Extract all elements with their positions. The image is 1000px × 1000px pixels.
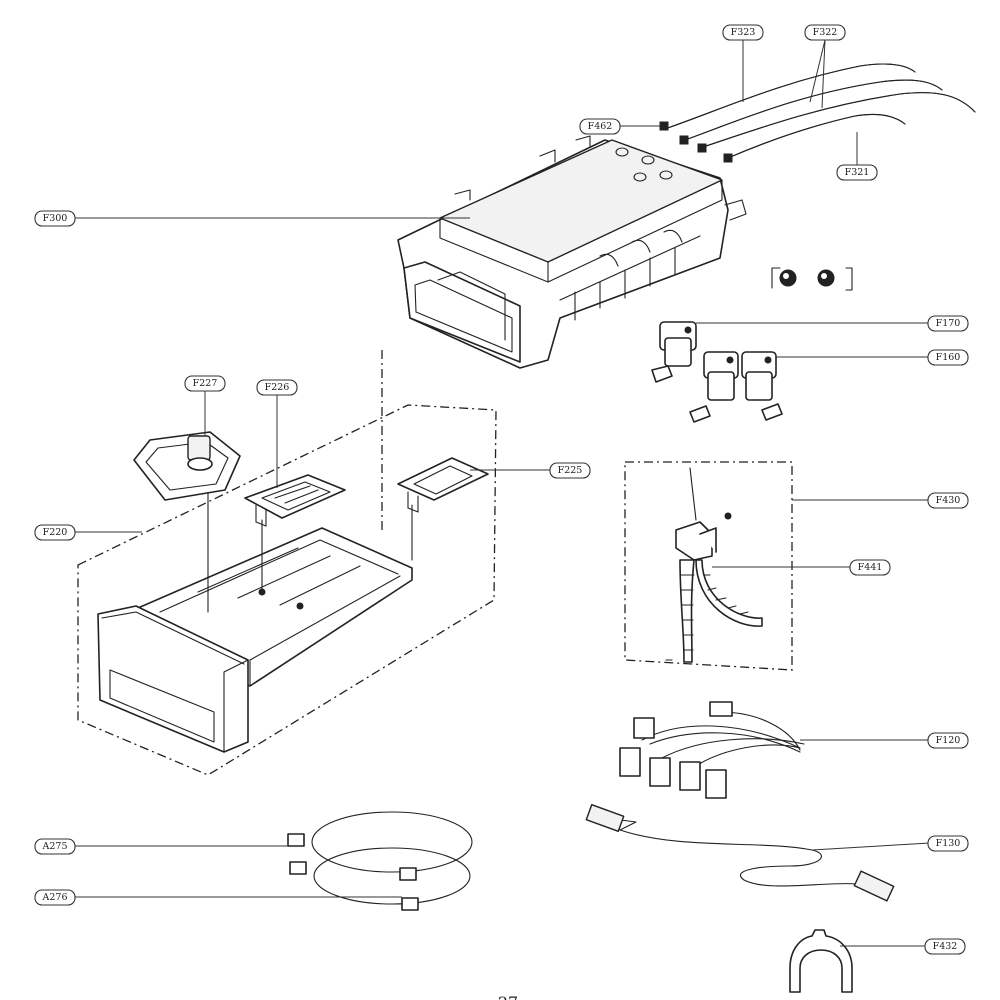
softener-cap bbox=[244, 474, 346, 527]
label-F321-text: F321 bbox=[845, 167, 870, 178]
label-F441-text: F441 bbox=[858, 562, 883, 573]
label-F300-text: F300 bbox=[43, 213, 68, 224]
label-F226: F226 bbox=[256, 379, 298, 396]
bleach-cap bbox=[397, 457, 489, 513]
label-F430: F430 bbox=[927, 492, 969, 509]
inlet-caps bbox=[771, 267, 853, 291]
label-F462-text: F462 bbox=[588, 121, 613, 132]
label-F321: F321 bbox=[836, 164, 878, 181]
wire-loops bbox=[287, 811, 473, 911]
label-F227-text: F227 bbox=[193, 378, 218, 389]
label-A276-text: A276 bbox=[42, 892, 68, 903]
siphon-cap bbox=[133, 431, 241, 501]
label-F322: F322 bbox=[804, 24, 846, 41]
leader-lines bbox=[75, 39, 931, 947]
label-A276: A276 bbox=[34, 889, 76, 906]
hose-clamp bbox=[789, 929, 853, 993]
inlet-hoses bbox=[659, 63, 976, 163]
label-F160: F160 bbox=[927, 349, 969, 366]
label-F226-text: F226 bbox=[265, 382, 290, 393]
label-F220: F220 bbox=[34, 524, 76, 541]
label-F300: F300 bbox=[34, 210, 76, 227]
label-F323-text: F323 bbox=[731, 27, 756, 38]
label-F462: F462 bbox=[579, 118, 621, 135]
label-A275: A275 bbox=[34, 838, 76, 855]
wire-harness bbox=[619, 701, 805, 799]
label-F130: F130 bbox=[927, 835, 969, 852]
hose-assembly bbox=[624, 461, 793, 671]
label-A275-text: A275 bbox=[42, 841, 68, 852]
label-F225: F225 bbox=[549, 462, 591, 479]
label-F227: F227 bbox=[184, 375, 226, 392]
label-F432: F432 bbox=[924, 938, 966, 955]
page-number: 27 bbox=[498, 993, 518, 1000]
label-F170-text: F170 bbox=[936, 318, 961, 329]
label-F430-text: F430 bbox=[936, 495, 961, 506]
wire-harness-2 bbox=[585, 803, 895, 902]
label-F160-text: F160 bbox=[936, 352, 961, 363]
drawer-assembly bbox=[77, 350, 497, 776]
label-F441: F441 bbox=[849, 559, 891, 576]
label-F322-text: F322 bbox=[813, 27, 838, 38]
label-F432-text: F432 bbox=[933, 941, 958, 952]
label-F323: F323 bbox=[722, 24, 764, 41]
dispenser-housing bbox=[397, 135, 747, 369]
label-F225-text: F225 bbox=[558, 465, 583, 476]
water-valves bbox=[651, 321, 783, 423]
label-F170: F170 bbox=[927, 315, 969, 332]
label-F220-text: F220 bbox=[43, 527, 68, 538]
label-F130-text: F130 bbox=[936, 838, 961, 849]
label-F120-text: F120 bbox=[936, 735, 961, 746]
label-F120: F120 bbox=[927, 732, 969, 749]
